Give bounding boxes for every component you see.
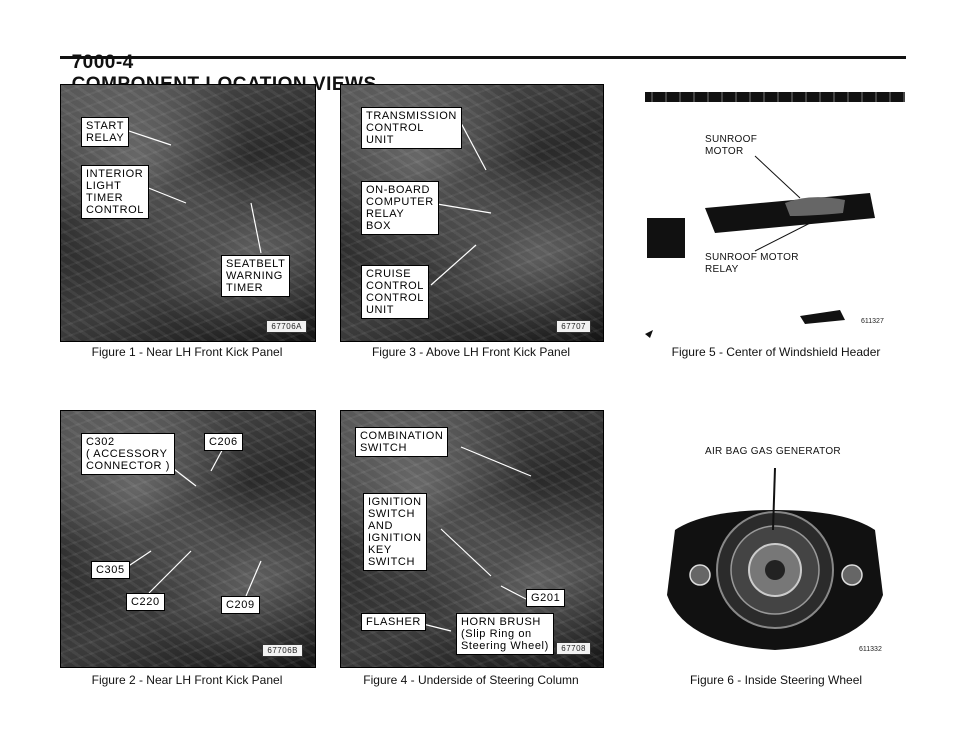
figure-4-photo: COMBINATION SWITCH IGNITION SWITCH AND I… (340, 410, 604, 668)
callout-c220: C220 (126, 593, 165, 611)
header-rule (60, 56, 906, 59)
leader-lines (430, 122, 492, 286)
figure-2-photo: C302 ( ACCESSORY CONNECTOR ) C206 C305 C… (60, 410, 316, 668)
label-air-bag-gas-generator: AIR BAG GAS GENERATOR (705, 446, 841, 457)
figure-3-caption: Figure 3 - Above LH Front Kick Panel (371, 345, 571, 359)
callout-interior-light-timer: INTERIOR LIGHT TIMER CONTROL (81, 165, 149, 219)
photo-id: 67707 (556, 320, 591, 333)
figure-6-photo: AIR BAG GAS GENERATOR 611332 (645, 410, 907, 665)
windshield-header-strip (645, 92, 905, 102)
figure-5-caption: Figure 5 - Center of Windshield Header (671, 345, 881, 359)
figure-5-drawing (645, 155, 875, 338)
callout-transmission-control-unit: TRANSMISSION CONTROL UNIT (361, 107, 462, 149)
label-sunroof-motor: SUNROOF MOTOR (705, 134, 758, 157)
figure-1-photo: START RELAY INTERIOR LIGHT TIMER CONTROL… (60, 84, 316, 342)
figure-6-drawing (667, 467, 883, 650)
callout-c302: C302 ( ACCESSORY CONNECTOR ) (81, 433, 176, 475)
callout-c209: C209 (221, 596, 260, 614)
callout-c305: C305 (91, 561, 130, 579)
figure-3-photo: TRANSMISSION CONTROL UNIT ON-BOARD COMPU… (340, 84, 604, 342)
callout-start-relay: START RELAY (81, 117, 130, 147)
figure-5-photo: SUNROOF MOTOR SUNROOF MOTOR RELAY 611327 (645, 88, 905, 338)
callout-ignition-switch: IGNITION SWITCH AND IGNITION KEY SWITCH (363, 493, 427, 571)
leader-lines (410, 446, 532, 632)
callout-on-board-computer-relay-box: ON-BOARD COMPUTER RELAY BOX (361, 181, 439, 235)
callout-seatbelt-warning-timer: SEATBELT WARNING TIMER (221, 255, 291, 297)
callout-flasher: FLASHER (361, 613, 426, 631)
figure-4-caption: Figure 4 - Underside of Steering Column (363, 673, 579, 687)
photo-id: 67708 (556, 642, 591, 655)
photo-id: 67706B (262, 644, 303, 657)
callout-g201: G201 (526, 589, 566, 607)
label-sunroof-motor-relay: SUNROOF MOTOR RELAY (705, 252, 799, 275)
photo-id: 611327 (861, 318, 884, 325)
callout-cruise-control-unit: CRUISE CONTROL CONTROL UNIT (361, 265, 429, 319)
photo-id: 67706A (266, 320, 307, 333)
figure-2-caption: Figure 2 - Near LH Front Kick Panel (91, 673, 283, 687)
figure-6-caption: Figure 6 - Inside Steering Wheel (689, 673, 863, 687)
figure-1-caption: Figure 1 - Near LH Front Kick Panel (91, 345, 283, 359)
photo-id: 611332 (859, 646, 882, 653)
callout-horn-brush: HORN BRUSH (Slip Ring on Steering Wheel) (456, 613, 554, 655)
callout-combination-switch: COMBINATION SWITCH (355, 427, 449, 457)
callout-c206: C206 (204, 433, 243, 451)
